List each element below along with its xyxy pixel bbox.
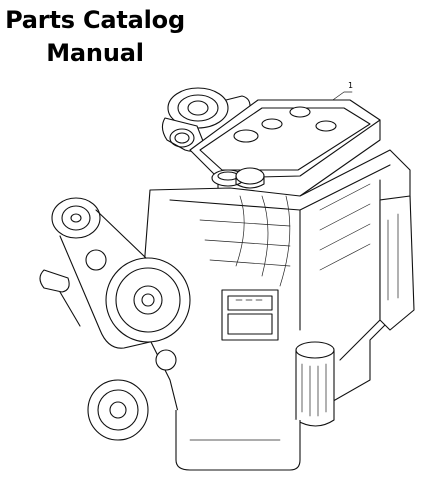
damper bbox=[87, 379, 149, 441]
title-line-1: Parts Catalog bbox=[5, 6, 185, 34]
flywheel-housing bbox=[379, 195, 415, 331]
oil-filler-cap bbox=[235, 167, 265, 189]
oil-pan bbox=[175, 410, 301, 471]
crankshaft-pulley bbox=[105, 257, 191, 343]
oil-filter bbox=[295, 341, 335, 427]
injection-pump bbox=[221, 289, 279, 341]
engine-illustration: 1 bbox=[39, 81, 415, 471]
alternator bbox=[51, 197, 101, 239]
page-title: Parts Catalog Manual bbox=[0, 4, 190, 70]
callout-label: 1 bbox=[348, 81, 353, 90]
turbocharger bbox=[161, 87, 251, 152]
fuel-lines bbox=[235, 195, 291, 287]
coolant-pipe bbox=[39, 269, 81, 327]
title-line-2: Manual bbox=[46, 39, 144, 67]
fan-belt bbox=[59, 209, 177, 371]
